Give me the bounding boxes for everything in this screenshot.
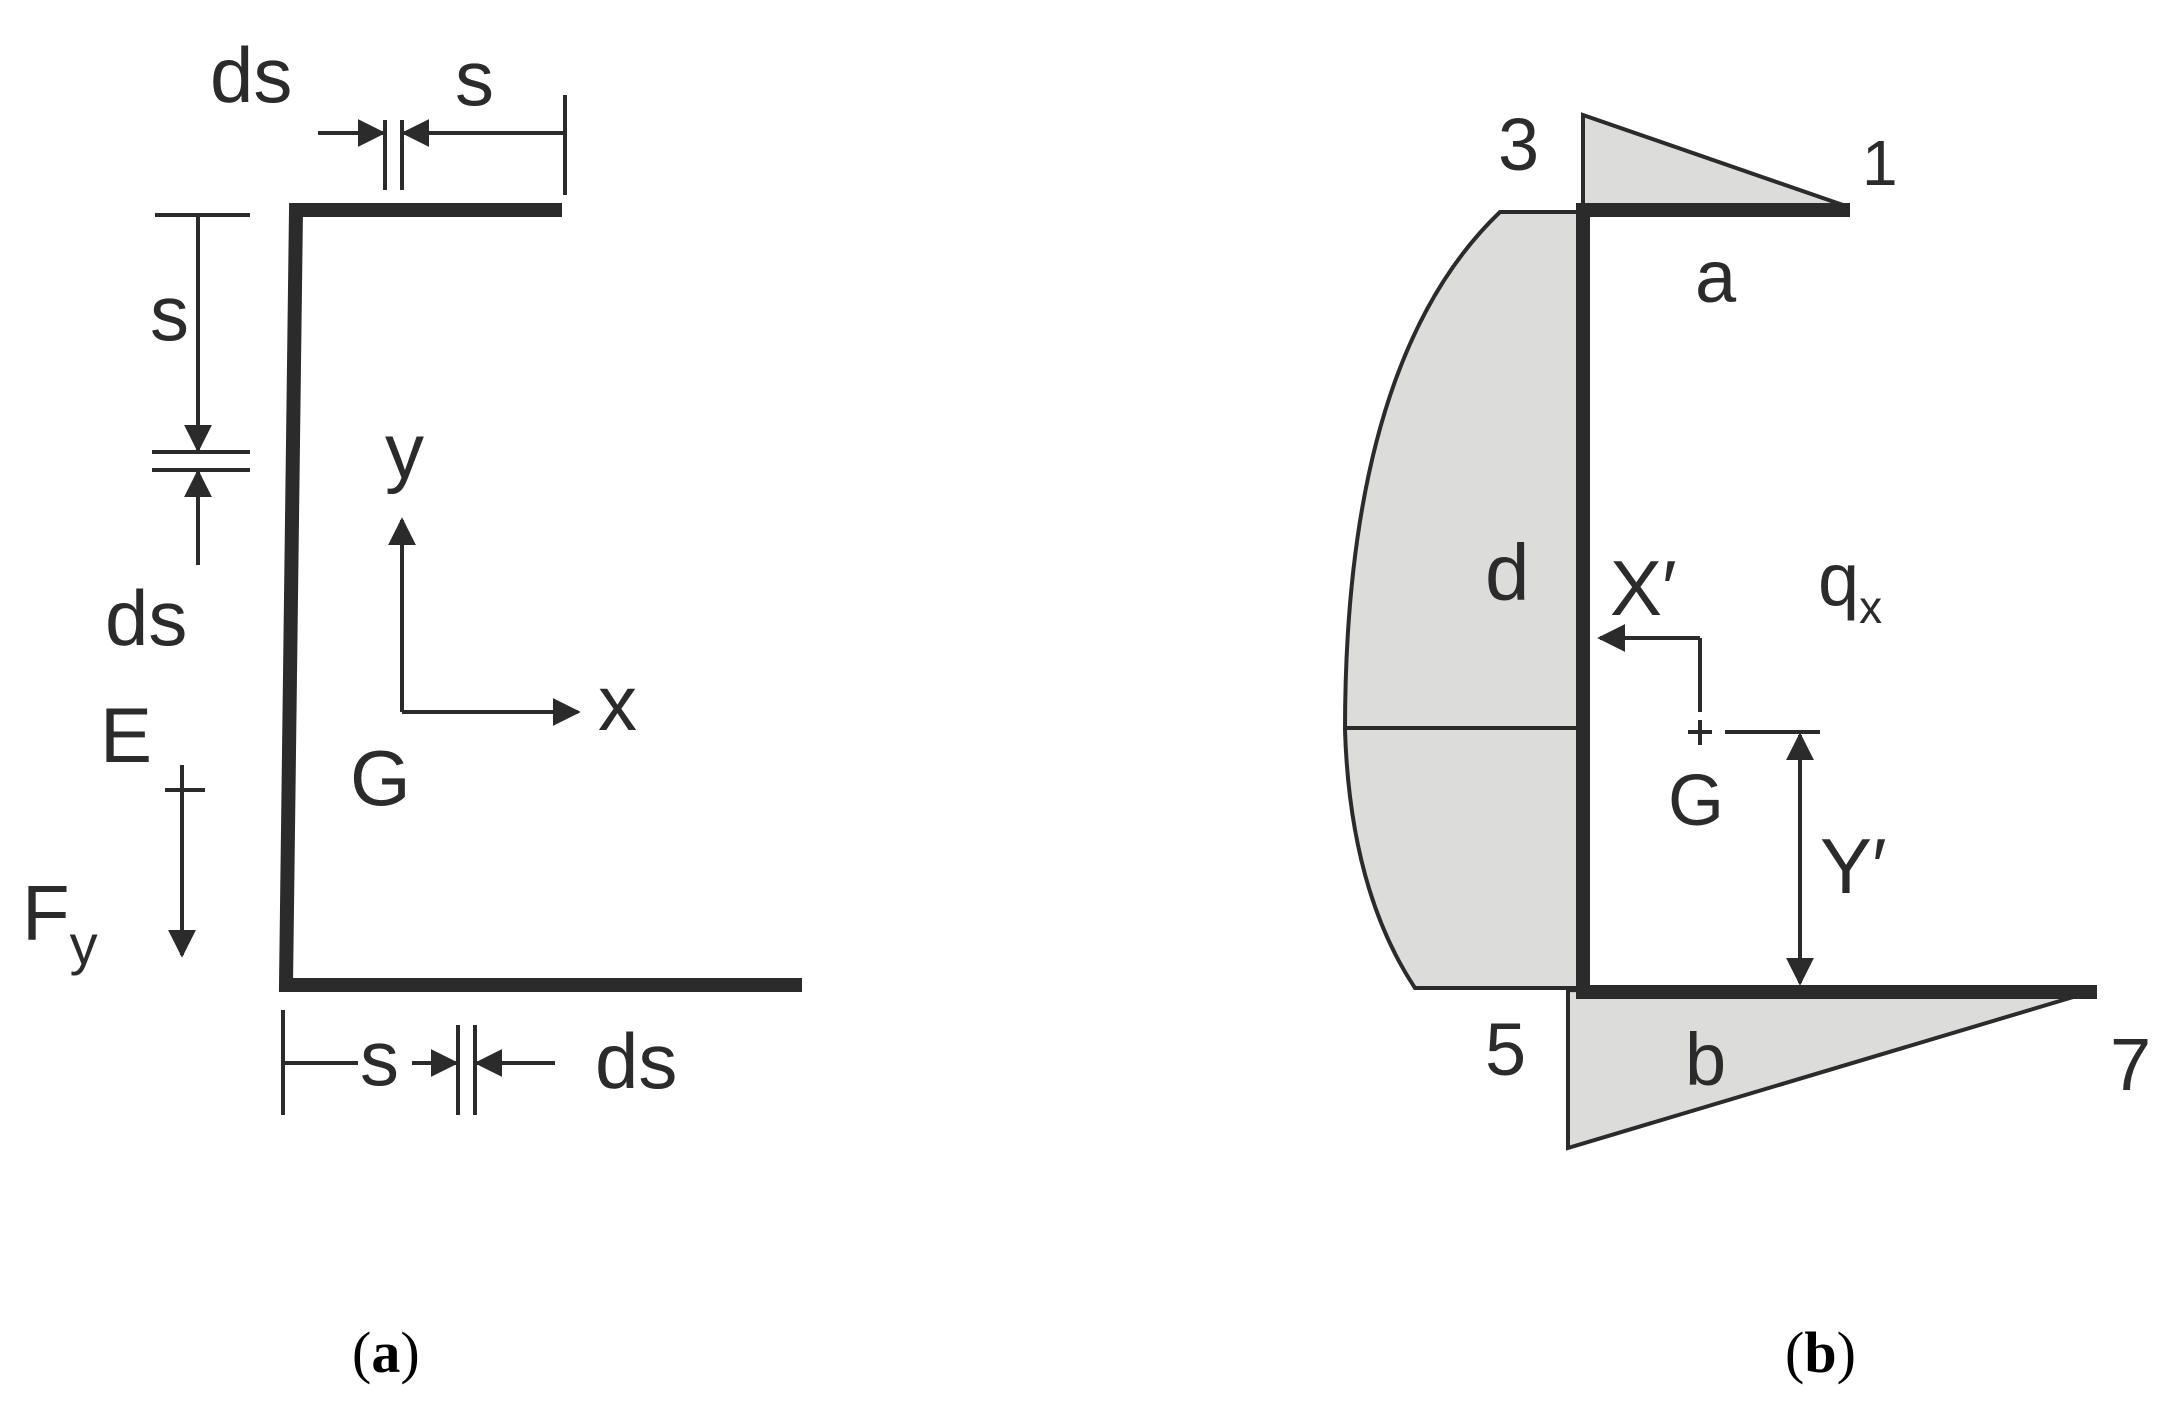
s-top-label: s: [455, 34, 494, 122]
flow-region-web: [1342, 210, 1585, 990]
node-7-label: 7: [2110, 1023, 2151, 1106]
channel-section-b: [1576, 203, 2097, 999]
segment-d-label: d: [1485, 528, 1530, 617]
centroid-label: G: [1668, 761, 1724, 841]
ds-bottom-label: ds: [595, 1017, 677, 1105]
segment-b-label: b: [1685, 1018, 1726, 1101]
channel-section: [278, 203, 802, 992]
shear-force: E Fy: [22, 691, 205, 976]
node-1-label: 1: [1862, 127, 1898, 199]
panel-b: X′ G Y′ 3 1 a d qx 5 b 7 (b): [1342, 103, 2151, 1385]
y-offset-label: Y′: [1820, 822, 1887, 910]
flow-region-bottom-flange: [1566, 987, 2091, 1151]
y-axis-label: y: [385, 407, 424, 495]
node-3-label: 3: [1498, 103, 1539, 186]
left-dimension: s ds: [105, 213, 250, 662]
force-label: Fy: [22, 869, 98, 976]
flow-region-top-flange: [1581, 112, 1844, 213]
centroid-axes: y x G: [350, 407, 637, 822]
caption-b: (b): [1785, 1320, 1856, 1385]
force-subscript: y: [70, 913, 98, 976]
top-dimension: ds s: [210, 31, 567, 195]
ds-left-label: ds: [105, 574, 187, 662]
ds-top-label: ds: [210, 31, 292, 119]
panel-a: ds s s ds y x G E Fy: [22, 31, 802, 1385]
bottom-dimension: s ds: [281, 1010, 677, 1115]
node-5-label: 5: [1485, 1008, 1526, 1091]
centroid-offsets: X′ G Y′: [1597, 544, 1887, 986]
s-left-label: s: [150, 269, 189, 357]
x-axis-label: x: [598, 659, 637, 747]
point-e-label: E: [100, 691, 152, 779]
flow-label: qx: [1818, 538, 1882, 633]
caption-a: (a): [352, 1320, 420, 1385]
flow-subscript: x: [1859, 581, 1882, 633]
segment-a-label: a: [1695, 235, 1737, 318]
x-offset-label: X′: [1610, 544, 1677, 632]
origin-label: G: [350, 734, 411, 822]
s-bottom-label: s: [360, 1014, 399, 1102]
